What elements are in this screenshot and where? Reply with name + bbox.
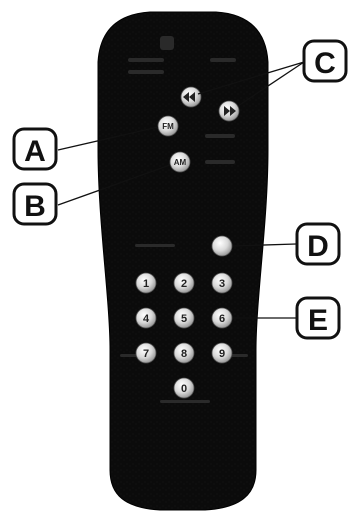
fast-forward-icon bbox=[224, 106, 236, 116]
keypad-button-label: 5 bbox=[181, 313, 187, 325]
am-button[interactable]: AM bbox=[169, 151, 191, 173]
callout-box-d bbox=[295, 222, 341, 266]
keypad-button-label: 3 bbox=[219, 278, 225, 290]
callout-box-a bbox=[12, 127, 58, 171]
keypad-button-3[interactable]: 3 bbox=[211, 272, 233, 294]
callout-lines bbox=[57, 61, 305, 319]
sleep-button[interactable] bbox=[211, 235, 233, 257]
keypad-button-4[interactable]: 4 bbox=[135, 307, 157, 329]
keypad-button-face bbox=[135, 342, 157, 364]
keypad-button-label: 2 bbox=[181, 278, 187, 290]
keypad-button-label: 4 bbox=[143, 313, 150, 325]
callout-line-c2 bbox=[237, 61, 305, 107]
keypad-button-face bbox=[173, 307, 195, 329]
callout-line-c1 bbox=[197, 61, 305, 95]
skip-forward-button[interactable] bbox=[218, 100, 240, 122]
callout-box-c bbox=[302, 39, 348, 83]
callout-d: D bbox=[295, 222, 341, 266]
callout-line-a bbox=[57, 126, 159, 151]
keypad-button-label: 8 bbox=[181, 348, 187, 360]
keypad-button-label: 7 bbox=[143, 348, 149, 360]
callout-label-b: B bbox=[24, 190, 46, 223]
callout-box-b bbox=[12, 182, 58, 226]
keypad-button-9[interactable]: 9 bbox=[211, 342, 233, 364]
callout-c: C bbox=[302, 39, 348, 83]
skip-back-button[interactable] bbox=[180, 86, 202, 108]
top-markings bbox=[120, 36, 248, 403]
keypad-button-face bbox=[135, 272, 157, 294]
keypad-button-5[interactable]: 5 bbox=[173, 307, 195, 329]
keypad-button-1[interactable]: 1 bbox=[135, 272, 157, 294]
callout-e: E bbox=[295, 296, 341, 340]
keypad-button-2[interactable]: 2 bbox=[173, 272, 195, 294]
keypad-button-8[interactable]: 8 bbox=[173, 342, 195, 364]
callout-label-e: E bbox=[308, 304, 328, 337]
keypad-button-face bbox=[211, 272, 233, 294]
keypad-button-face bbox=[211, 307, 233, 329]
am-button-label: AM bbox=[174, 158, 187, 167]
keypad-button-label: 0 bbox=[181, 383, 187, 395]
callout-label-c: C bbox=[314, 47, 336, 80]
rewind-icon bbox=[183, 92, 195, 102]
keypad-button-6[interactable]: 6 bbox=[211, 307, 233, 329]
keypad-button-face bbox=[135, 307, 157, 329]
keypad-button-label: 9 bbox=[219, 348, 225, 360]
keypad-button-face bbox=[173, 342, 195, 364]
keypad-button-face bbox=[211, 342, 233, 364]
callout-line-b bbox=[57, 164, 171, 206]
keypad-button-label: 6 bbox=[219, 313, 225, 325]
numeric-keypad: 1 2 3 4 5 6 7 8 9 0 bbox=[135, 272, 233, 399]
keypad-button-7[interactable]: 7 bbox=[135, 342, 157, 364]
callout-line-d bbox=[232, 243, 297, 247]
callout-label-d: D bbox=[307, 230, 329, 263]
fm-button-label: FM bbox=[162, 122, 174, 131]
keypad-button-face bbox=[173, 272, 195, 294]
fm-button[interactable]: FM bbox=[157, 115, 179, 137]
keypad-button-label: 1 bbox=[143, 278, 149, 290]
callout-b: B bbox=[12, 182, 58, 226]
callout-label-a: A bbox=[24, 135, 46, 168]
callout-a: A bbox=[12, 127, 58, 171]
keypad-button-0[interactable]: 0 bbox=[173, 377, 195, 399]
keypad-button-face bbox=[173, 377, 195, 399]
remote-body bbox=[97, 11, 269, 511]
callout-box-e bbox=[295, 296, 341, 340]
